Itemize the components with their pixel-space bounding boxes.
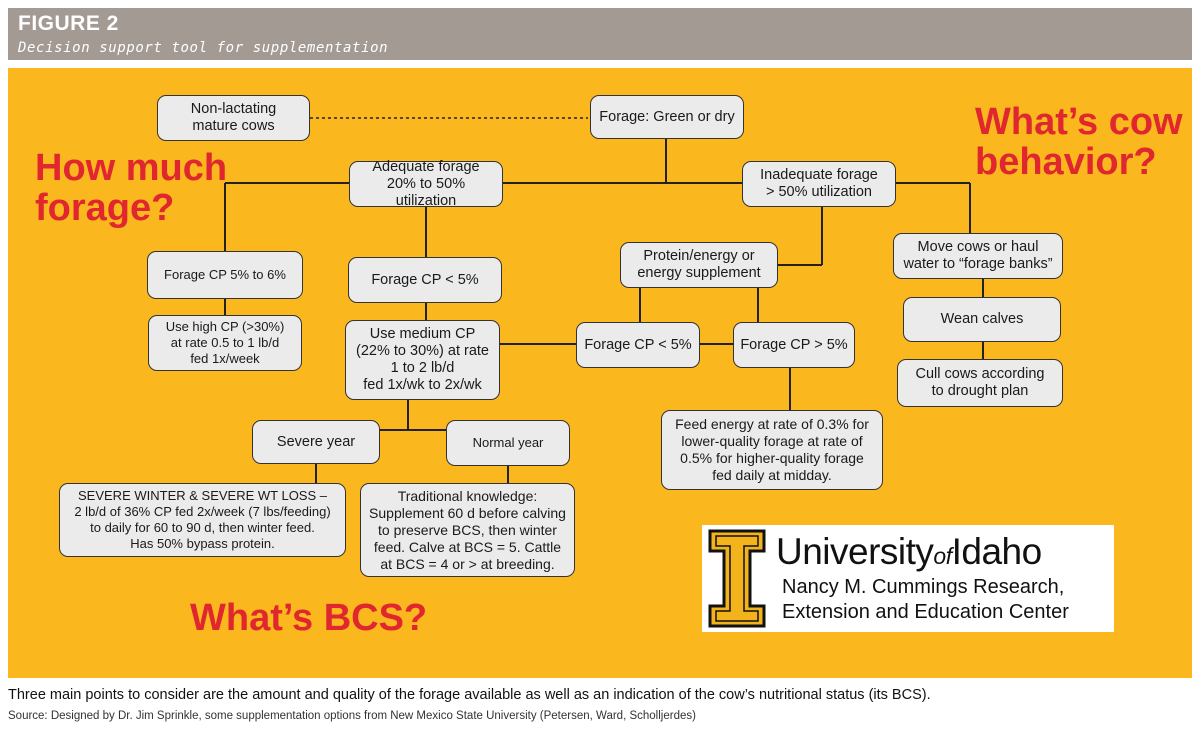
university-logo: UniversityofIdaho Nancy M. Cummings Rese…: [702, 525, 1114, 632]
node-non-lactating: Non-lactating mature cows: [157, 95, 310, 141]
university-name: UniversityofIdaho: [776, 531, 1042, 573]
figure-subtitle: Decision support tool for supplementatio…: [18, 40, 389, 56]
figure-caption: Three main points to consider are the am…: [8, 687, 931, 703]
node-protein-energy: Protein/energy or energy supplement: [620, 242, 778, 288]
node-adequate-forage: Adequate forage 20% to 50% utilization: [349, 159, 503, 209]
node-forage-cp-gt5: Forage CP > 5%: [733, 322, 855, 368]
question-cow-behavior: What’s cow behavior?: [975, 101, 1183, 183]
node-high-cp: Use high CP (>30%) at rate 0.5 to 1 lb/d…: [148, 315, 302, 371]
logo-idaho: Idaho: [951, 531, 1043, 572]
node-medium-cp: Use medium CP (22% to 30%) at rate 1 to …: [345, 320, 500, 400]
node-feed-energy: Feed energy at rate of 0.3% for lower-qu…: [661, 410, 883, 490]
node-forage-cp-lt5-mid: Forage CP < 5%: [576, 322, 700, 368]
node-cull-cows: Cull cows according to drought plan: [897, 359, 1063, 407]
node-forage-cp-5-6: Forage CP 5% to 6%: [147, 251, 303, 299]
logo-of: of: [933, 543, 952, 569]
idaho-i-mark-icon: [708, 529, 766, 628]
node-wean-calves: Wean calves: [903, 297, 1061, 342]
node-traditional: Traditional knowledge: Supplement 60 d b…: [360, 483, 575, 577]
figure-source: Source: Designed by Dr. Jim Sprinkle, so…: [8, 710, 696, 722]
node-inadequate-forage: Inadequate forage > 50% utilization: [742, 161, 896, 207]
node-forage-type: Forage: Green or dry: [590, 95, 744, 139]
node-severe-year: Severe year: [252, 420, 380, 464]
logo-center-name: Nancy M. Cummings Research, Extension an…: [782, 576, 1069, 623]
node-normal-year: Normal year: [446, 420, 570, 466]
question-how-much-forage: How much forage?: [35, 147, 228, 229]
logo-university: University: [776, 531, 934, 572]
node-move-cows: Move cows or haul water to “forage banks…: [893, 233, 1063, 279]
question-bcs: What’s BCS?: [190, 597, 428, 639]
node-forage-cp-lt5-left: Forage CP < 5%: [348, 257, 502, 303]
node-severe-winter: SEVERE WINTER & SEVERE WT LOSS – 2 lb/d …: [59, 483, 346, 557]
figure-label: FIGURE 2: [18, 12, 119, 35]
figure-header: FIGURE 2 Decision support tool for suppl…: [8, 8, 1192, 60]
